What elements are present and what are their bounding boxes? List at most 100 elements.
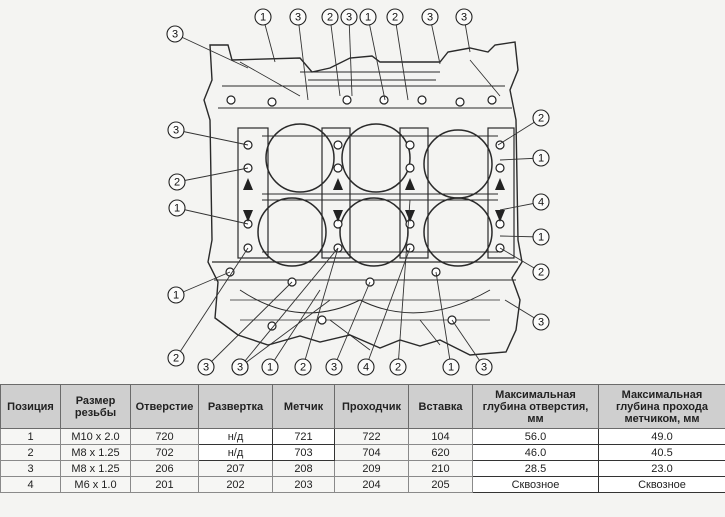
callout-4: 4 bbox=[532, 193, 550, 211]
svg-text:1: 1 bbox=[267, 362, 273, 374]
table-cell: 703 bbox=[272, 444, 335, 461]
svg-text:1: 1 bbox=[448, 362, 454, 374]
svg-text:1: 1 bbox=[538, 232, 544, 244]
callout-2: 2 bbox=[168, 173, 186, 191]
svg-text:2: 2 bbox=[392, 12, 398, 24]
table-cell: 2 bbox=[0, 444, 61, 461]
header-max-tap-depth: Максимальная глубина прохода метчиком, м… bbox=[598, 384, 725, 429]
callout-1: 1 bbox=[168, 199, 186, 217]
svg-text:3: 3 bbox=[295, 12, 301, 24]
callout-leader-line bbox=[176, 207, 249, 225]
callout-2: 2 bbox=[294, 358, 312, 376]
callout-3: 3 bbox=[475, 358, 493, 376]
svg-text:1: 1 bbox=[174, 203, 180, 215]
table-cell: 23.0 bbox=[598, 460, 725, 477]
table-cell: 204 bbox=[334, 476, 409, 493]
callout-leader-line bbox=[435, 271, 452, 368]
callout-3: 3 bbox=[421, 8, 439, 26]
table-cell: M10 x 2.0 bbox=[60, 428, 131, 445]
callout-3: 3 bbox=[455, 8, 473, 26]
callout-leader-line bbox=[176, 167, 249, 183]
callout-leader-line bbox=[239, 299, 331, 368]
table-cell: 40.5 bbox=[598, 444, 725, 461]
thread-repair-table: Позиция Размер резьбы Отверстие Развертк… bbox=[0, 384, 725, 517]
svg-text:3: 3 bbox=[538, 317, 544, 329]
callout-leader-line bbox=[302, 247, 339, 368]
callout-leader-line bbox=[394, 16, 409, 101]
table-cell: 206 bbox=[130, 460, 199, 477]
table-cell: 205 bbox=[408, 476, 473, 493]
table-cell: н/д bbox=[198, 444, 273, 461]
table-cell: 208 bbox=[272, 460, 335, 477]
svg-text:3: 3 bbox=[203, 362, 209, 374]
svg-text:3: 3 bbox=[481, 362, 487, 374]
table-cell: M8 x 1.25 bbox=[60, 460, 131, 477]
callout-leader-line bbox=[297, 16, 309, 101]
header-bottoming-tap: Проходчик bbox=[334, 384, 409, 429]
svg-text:2: 2 bbox=[538, 267, 544, 279]
table-cell: 203 bbox=[272, 476, 335, 493]
table-cell: 4 bbox=[0, 476, 61, 493]
svg-text:2: 2 bbox=[173, 353, 179, 365]
svg-text:3: 3 bbox=[173, 125, 179, 137]
svg-text:1: 1 bbox=[538, 153, 544, 165]
callout-leader-line bbox=[451, 319, 485, 368]
callout-leader-line bbox=[348, 16, 353, 97]
svg-text:3: 3 bbox=[331, 362, 337, 374]
callout-leader-line bbox=[239, 247, 339, 368]
callout-3: 3 bbox=[532, 313, 550, 331]
callout-1: 1 bbox=[442, 358, 460, 376]
table-cell: 1 bbox=[0, 428, 61, 445]
callout-2: 2 bbox=[389, 358, 407, 376]
table-cell: 720 bbox=[130, 428, 199, 445]
callout-1: 1 bbox=[261, 358, 279, 376]
table-cell: 46.0 bbox=[472, 444, 599, 461]
engine-block-diagram: 313231233321123214123431234213 bbox=[166, 8, 550, 376]
callout-3: 3 bbox=[166, 25, 184, 43]
callout-3: 3 bbox=[231, 358, 249, 376]
svg-text:1: 1 bbox=[260, 12, 266, 24]
header-hole: Отверстие bbox=[130, 384, 199, 429]
svg-text:4: 4 bbox=[363, 362, 369, 374]
callout-3: 3 bbox=[197, 358, 215, 376]
header-insert: Вставка bbox=[408, 384, 473, 429]
header-tap: Метчик bbox=[272, 384, 335, 429]
callout-leader-line bbox=[174, 33, 249, 69]
table-cell: 202 bbox=[198, 476, 273, 493]
svg-text:3: 3 bbox=[461, 12, 467, 24]
table-cell: 704 bbox=[334, 444, 409, 461]
table-cell: 722 bbox=[334, 428, 409, 445]
callout-leader-line bbox=[205, 281, 293, 368]
callout-1: 1 bbox=[254, 8, 272, 26]
svg-text:3: 3 bbox=[346, 12, 352, 24]
engine-block-drawing bbox=[203, 41, 523, 356]
svg-text:2: 2 bbox=[300, 362, 306, 374]
table-cell: Сквозное bbox=[598, 476, 725, 493]
bolt-holes bbox=[225, 95, 505, 331]
callout-leader-line bbox=[269, 289, 321, 368]
header-reamer: Развертка bbox=[198, 384, 273, 429]
callout-2: 2 bbox=[532, 109, 550, 127]
callout-2: 2 bbox=[321, 8, 339, 26]
table-cell: 3 bbox=[0, 460, 61, 477]
table-cell: 721 bbox=[272, 428, 335, 445]
callout-leader-line bbox=[365, 247, 411, 368]
svg-text:3: 3 bbox=[172, 29, 178, 41]
callout-2: 2 bbox=[532, 263, 550, 281]
callout-3: 3 bbox=[289, 8, 307, 26]
table-cell: M6 x 1.0 bbox=[60, 476, 131, 493]
svg-text:2: 2 bbox=[174, 177, 180, 189]
callout-1: 1 bbox=[167, 286, 185, 304]
callout-2: 2 bbox=[167, 349, 185, 367]
callout-1: 1 bbox=[532, 149, 550, 167]
table-cell: 620 bbox=[408, 444, 473, 461]
callout-leader-line bbox=[175, 271, 231, 296]
table-cell: 49.0 bbox=[598, 428, 725, 445]
table-cell: 702 bbox=[130, 444, 199, 461]
bore-arrows bbox=[243, 178, 505, 222]
table-cell: 104 bbox=[408, 428, 473, 445]
header-position: Позиция bbox=[0, 384, 61, 429]
callout-leader-line bbox=[333, 281, 371, 368]
